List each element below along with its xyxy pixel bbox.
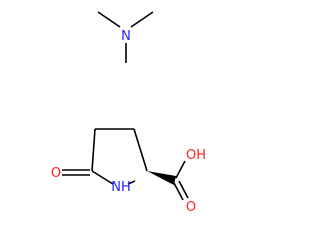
carboxyl-c-o-bond-1	[173, 182, 184, 201]
chemical-structure-diagram: N O NH OH O	[51, 11, 206, 215]
structure-canvas: N O NH OH O	[50, 11, 207, 215]
ring-bond-n-carbonyl	[91, 170, 114, 185]
carboxyl-c-oh-bond	[175, 160, 186, 179]
trimethylamine-nitrogen-label: N	[121, 29, 131, 44]
hydroxyl-label: OH	[186, 148, 206, 163]
methyl-bond-right	[130, 11, 154, 28]
carboxyl-c-o-bond-2	[178, 180, 189, 199]
pyroglutamic-acid-molecule: O NH OH O	[51, 128, 206, 215]
lactam-oxygen-label: O	[51, 166, 61, 181]
ring-bond-calpha-n	[127, 180, 136, 185]
ring-bond-left	[91, 128, 96, 172]
trimethylamine-molecule: N	[97, 11, 154, 63]
carboxyl-oxygen-label: O	[186, 200, 196, 215]
stereo-wedge-bond	[147, 171, 176, 185]
methyl-bond-left	[97, 11, 121, 28]
ring-bond-right	[133, 128, 148, 172]
ring-nitrogen-label: NH	[111, 180, 131, 195]
